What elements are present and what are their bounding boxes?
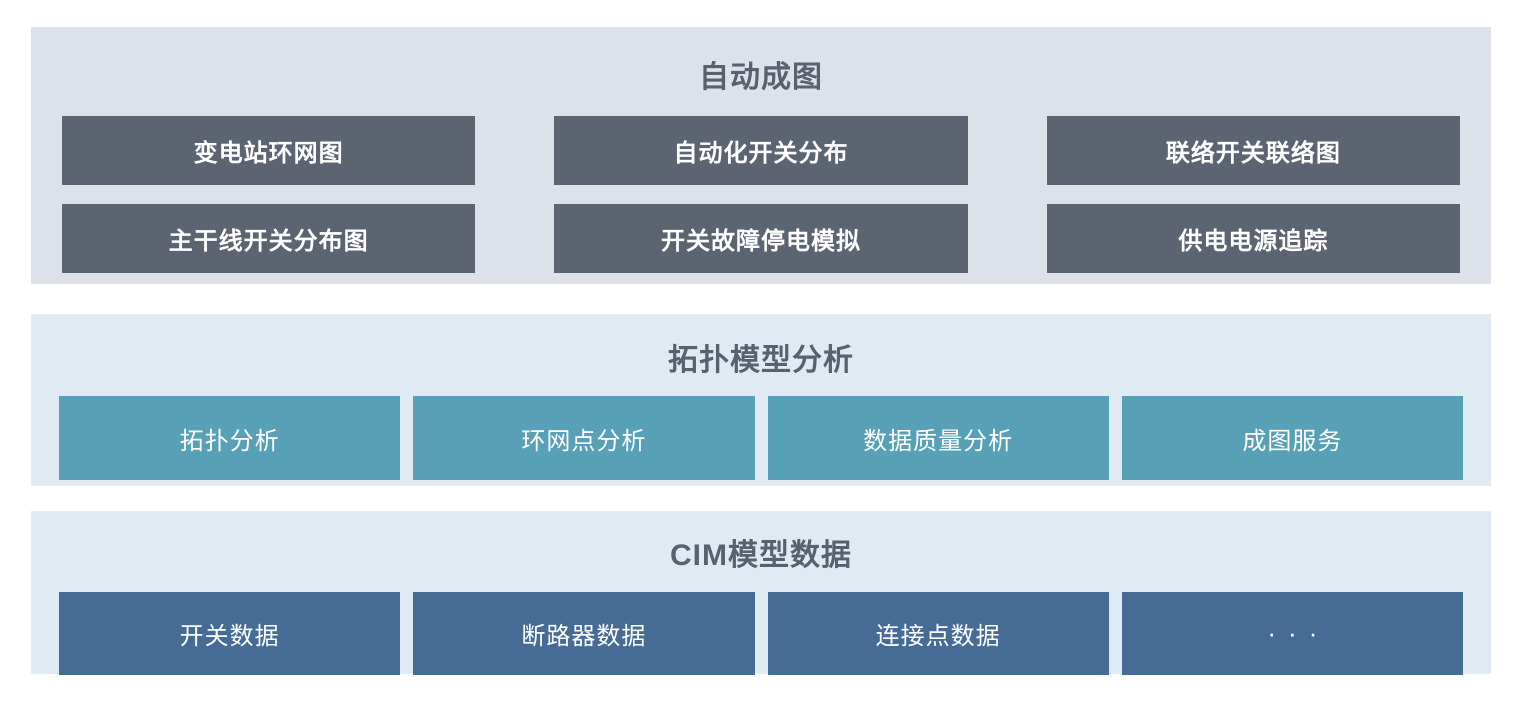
block-tie-switch-connection-diagram: 联络开关联络图 (1046, 116, 1460, 185)
block-substation-ring-network-diagram: 变电站环网图 (62, 116, 476, 185)
block-data-quality-analysis: 数据质量分析 (767, 396, 1109, 480)
section-title-topology-model-analysis: 拓扑模型分析 (668, 344, 854, 377)
section-topology-model-analysis: 拓扑模型分析 拓扑分析 环网点分析 数据质量分析 成图服务 (31, 314, 1491, 486)
block-circuit-breaker-data: 断路器数据 (413, 592, 755, 675)
block-ring-network-point-analysis: 环网点分析 (413, 396, 755, 480)
section-auto-diagram: 自动成图 变电站环网图 自动化开关分布 联络开关联络图 主干线开关分布图 开关故… (31, 27, 1491, 284)
block-connection-point-data: 连接点数据 (767, 592, 1109, 675)
block-diagram-generation-service: 成图服务 (1121, 396, 1463, 480)
block-topology-analysis: 拓扑分析 (59, 396, 401, 480)
architecture-diagram: 自动成图 变电站环网图 自动化开关分布 联络开关联络图 主干线开关分布图 开关故… (31, 27, 1491, 675)
block-switch-data: 开关数据 (59, 592, 401, 675)
block-trunk-line-switch-distribution-diagram: 主干线开关分布图 (62, 204, 476, 273)
auto-diagram-grid: 变电站环网图 自动化开关分布 联络开关联络图 主干线开关分布图 开关故障停电模拟… (31, 116, 1491, 273)
block-switch-fault-outage-simulation: 开关故障停电模拟 (554, 204, 968, 273)
section-title-auto-diagram: 自动成图 (699, 61, 823, 94)
block-power-source-tracing: 供电电源追踪 (1046, 204, 1460, 273)
topology-analysis-grid: 拓扑分析 环网点分析 数据质量分析 成图服务 (31, 396, 1491, 480)
block-more-ellipsis: ··· (1121, 592, 1463, 675)
section-cim-model-data: CIM模型数据 开关数据 断路器数据 连接点数据 ··· (31, 511, 1491, 675)
block-automated-switch-distribution: 自动化开关分布 (554, 116, 968, 185)
section-title-cim-model-data: CIM模型数据 (670, 539, 852, 572)
cim-data-grid: 开关数据 断路器数据 连接点数据 ··· (31, 592, 1491, 675)
